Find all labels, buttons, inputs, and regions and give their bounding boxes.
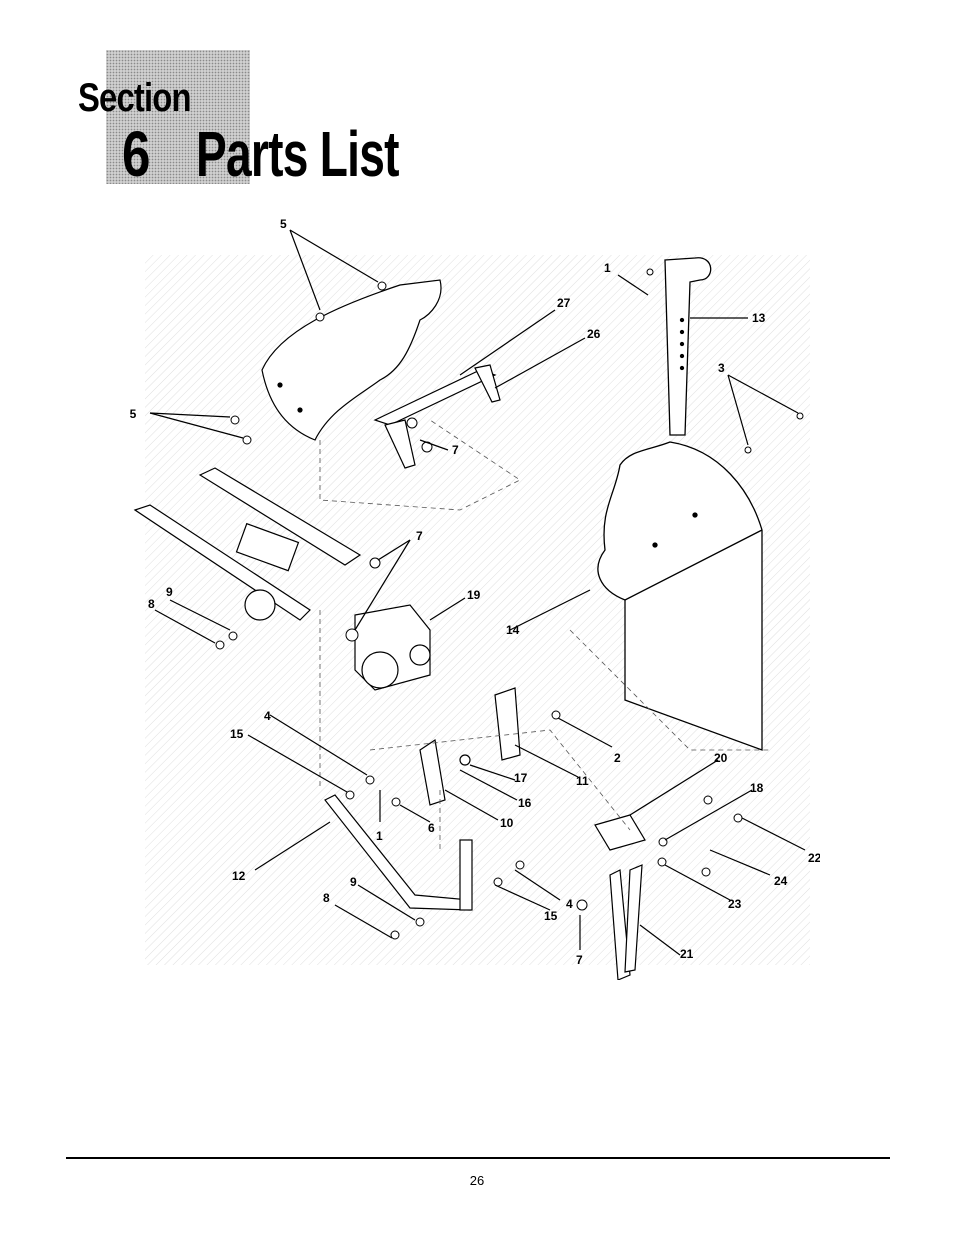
callout-1-lower: 1 [376,829,383,843]
callout-23: 23 [728,897,742,911]
section-label: Section [78,76,192,120]
callout-8-lower: 8 [323,891,330,905]
callout-4-lower: 4 [566,897,573,911]
assembly-guide-lines [319,419,770,850]
callout-26: 26 [587,327,601,341]
callout-24: 24 [774,874,788,888]
callout-18: 18 [750,781,764,795]
callout-22: 22 [808,851,820,865]
callout-7-lower: 7 [576,953,583,967]
gearbox [354,604,431,691]
callout-25: 25 [130,407,137,421]
callout-12: 12 [232,869,246,883]
parts-diagram-svg: 5 25 1 13 3 27 26 7 7 9 8 19 14 4 15 2 1… [130,217,820,980]
chute-handle [664,257,712,436]
callout-15-lower: 15 [544,909,558,923]
callout-14: 14 [506,623,520,637]
lower-lever [324,794,473,911]
page-title: Parts List [196,118,400,190]
callout-10: 10 [500,816,514,830]
bracket-assembly [419,687,521,806]
callout-20: 20 [714,751,728,765]
footer-rule [66,1157,890,1159]
page-number: 26 [469,1173,485,1188]
upper-shield [261,279,442,441]
section-number: 6 [122,118,151,190]
callout-1-top: 1 [604,261,611,275]
callout-9-lower: 9 [350,875,357,889]
callout-17: 17 [514,771,528,785]
callout-5: 5 [280,217,287,231]
leader-lines [149,229,806,956]
callout-13: 13 [752,311,766,325]
callout-6: 6 [428,821,435,835]
callout-7-top: 7 [452,443,459,457]
section-shade-box [106,50,250,184]
deflector-plate [373,364,501,469]
frame-rail [133,467,362,621]
callout-19: 19 [467,588,481,602]
callout-4-upper: 4 [264,709,271,723]
callout-16: 16 [518,796,532,810]
callout-8-upper: 8 [148,597,155,611]
support-bracket [594,814,646,980]
exploded-parts-diagram: 5 25 1 13 3 27 26 7 7 9 8 19 14 4 15 2 1… [130,210,820,980]
callout-7-mid: 7 [416,529,423,543]
discharge-chute [597,441,763,751]
section-header: Section 6 Parts List [78,50,498,190]
callout-labels: 5 25 1 13 3 27 26 7 7 9 8 19 14 4 15 2 1… [130,217,820,967]
callout-3: 3 [718,361,725,375]
callout-9-upper: 9 [166,585,173,599]
callout-21: 21 [680,947,694,961]
callout-11: 11 [576,774,589,788]
fasteners [215,268,804,940]
callout-2: 2 [614,751,621,765]
callout-15-upper: 15 [230,727,244,741]
callout-27: 27 [557,296,571,310]
